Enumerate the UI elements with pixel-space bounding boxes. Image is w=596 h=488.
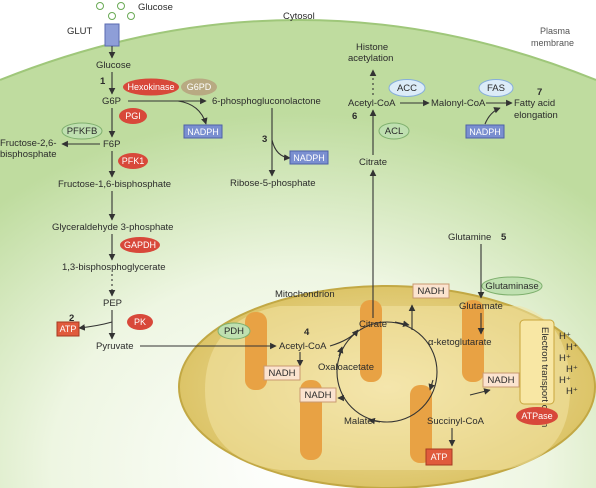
- pdh-enzyme: [217, 322, 251, 340]
- glutaminase-label: Glutaminase: [485, 281, 538, 292]
- fructose-16-label: Fructose-1,6-bisphosphate: [58, 179, 171, 190]
- atpase-label: ATPase: [521, 411, 552, 421]
- cytosol-citrate-label: Citrate: [359, 157, 387, 168]
- electron-transport-chain: [519, 319, 555, 405]
- histone-label-2: acetylation: [348, 53, 393, 64]
- acl-enzyme: [378, 122, 410, 140]
- akg-label: α-ketoglutarate: [428, 337, 492, 348]
- nadph-box-2: [289, 150, 329, 165]
- pyruvate-label: Pyruvate: [96, 341, 134, 352]
- nadph-label-1: NADPH: [187, 127, 219, 137]
- step-7: 7: [537, 87, 542, 98]
- pdh-label: PDH: [224, 326, 244, 337]
- ribose-label: Ribose-5-phosphate: [230, 178, 316, 189]
- glut-label: GLUT: [67, 26, 93, 37]
- pgi-label: PGI: [125, 111, 141, 121]
- pfk1-enzyme: [118, 153, 148, 169]
- pfk1-label: PFK1: [122, 156, 145, 166]
- cristae: [245, 300, 484, 463]
- plasma-membrane-label-1: Plasma: [540, 26, 570, 36]
- pfkfb-label: PFKFB: [67, 126, 98, 137]
- f6p-label: F6P: [103, 139, 120, 150]
- etc-label: Electron transport chain: [539, 327, 550, 427]
- svg-text:H⁺: H⁺: [566, 386, 578, 397]
- nadph-box-1: [183, 124, 223, 139]
- nadph-box-3: [465, 124, 505, 139]
- nadh-box-malate: [299, 387, 337, 403]
- nadh-label-malate: NADH: [305, 390, 332, 401]
- nadh-label-akg: NADH: [418, 286, 445, 297]
- tca-acetyl-coa-label: Acetyl-CoA: [279, 341, 327, 352]
- step-5: 5: [501, 232, 507, 243]
- proton-markers: H⁺ H⁺ H⁺ H⁺ H⁺ H⁺: [559, 331, 578, 397]
- nadh-box-pdh: [263, 365, 301, 381]
- atpase-enzyme: [516, 407, 558, 425]
- six-pgl-label: 6-phosphogluconolactone: [212, 96, 321, 107]
- tca-cycle-ring: [336, 321, 438, 423]
- svg-text:H⁺: H⁺: [559, 375, 571, 386]
- step-4: 4: [304, 327, 310, 338]
- histone-label-1: Histone: [356, 42, 388, 53]
- svg-text:H⁺: H⁺: [566, 342, 578, 353]
- cytosol-label: Cytosol: [283, 11, 315, 22]
- step-3: 3: [262, 134, 267, 145]
- acetyl-coa-label: Acetyl-CoA: [348, 98, 396, 109]
- acc-label: ACC: [397, 83, 417, 94]
- fructose-26-label-2: bisphosphate: [0, 149, 57, 160]
- g6p-label: G6P: [102, 96, 121, 107]
- hexokinase-enzyme: [123, 78, 179, 96]
- mitochondrion-label: Mitochondrion: [275, 289, 335, 300]
- fas-enzyme: [478, 79, 514, 97]
- hexokinase-label: Hexokinase: [127, 82, 174, 92]
- g6pd-enzyme: [181, 78, 217, 96]
- glutaminase-enzyme: [481, 276, 543, 296]
- fructose-26-label-1: Fructose-2,6-: [0, 138, 57, 149]
- nadh-label-pdh: NADH: [269, 368, 296, 379]
- gapdh-enzyme: [120, 237, 160, 253]
- nadph-label-3: NADPH: [469, 127, 501, 137]
- glutamate-label: Glutamate: [459, 301, 503, 312]
- svg-text:H⁺: H⁺: [559, 353, 571, 364]
- step-6: 6: [352, 111, 357, 122]
- acl-label: ACL: [385, 126, 403, 137]
- atp-label-tca: ATP: [431, 452, 448, 462]
- pk-label: PK: [134, 317, 146, 327]
- tca-citrate-label: Citrate: [359, 319, 387, 330]
- gapdh-label: GAPDH: [124, 240, 156, 250]
- pep-label: PEP: [103, 298, 122, 309]
- plasma-membrane: [0, 19, 596, 81]
- nadh-box-succinyl: [482, 372, 520, 388]
- pfkfb-enzyme: [61, 122, 103, 140]
- nadph-label-2: NADPH: [293, 153, 325, 163]
- pgi-enzyme: [119, 108, 147, 124]
- acc-enzyme: [388, 79, 426, 97]
- glut-transporter: [104, 23, 120, 47]
- fas-label: FAS: [487, 83, 505, 94]
- bpg-label: 1,3-bisphosphoglycerate: [62, 262, 166, 273]
- plasma-membrane-label-2: membrane: [531, 38, 574, 48]
- nadh-label-succinyl: NADH: [488, 375, 515, 386]
- oaa-label: Oxaloacetate: [318, 362, 374, 373]
- svg-text:H⁺: H⁺: [559, 331, 571, 342]
- g6pd-label: G6PD: [187, 82, 212, 92]
- glucose-outside-label: Glucose: [138, 2, 173, 13]
- atp-box-tca: [425, 448, 453, 466]
- g3p-label: Glyceraldehyde 3-phosphate: [52, 222, 173, 233]
- pk-enzyme: [127, 314, 153, 330]
- step-1: 1: [100, 76, 106, 87]
- glucose-label: Glucose: [96, 60, 131, 71]
- atp-box-glycolysis: [56, 321, 80, 337]
- fatty-acid-label-1: Fatty acid: [514, 98, 555, 109]
- glucose-bubbles: [96, 2, 135, 20]
- malate-label: Malate: [344, 416, 373, 427]
- svg-text:H⁺: H⁺: [566, 364, 578, 375]
- fatty-acid-label-2: elongation: [514, 110, 558, 121]
- step-2: 2: [69, 313, 74, 324]
- malonyl-coa-label: Malonyl-CoA: [431, 98, 486, 109]
- glutamine-label: Glutamine: [448, 232, 491, 243]
- nadh-box-akg: [412, 283, 450, 299]
- atp-label-glycolysis: ATP: [60, 324, 77, 334]
- succinyl-coa-label: Succinyl-CoA: [427, 416, 485, 427]
